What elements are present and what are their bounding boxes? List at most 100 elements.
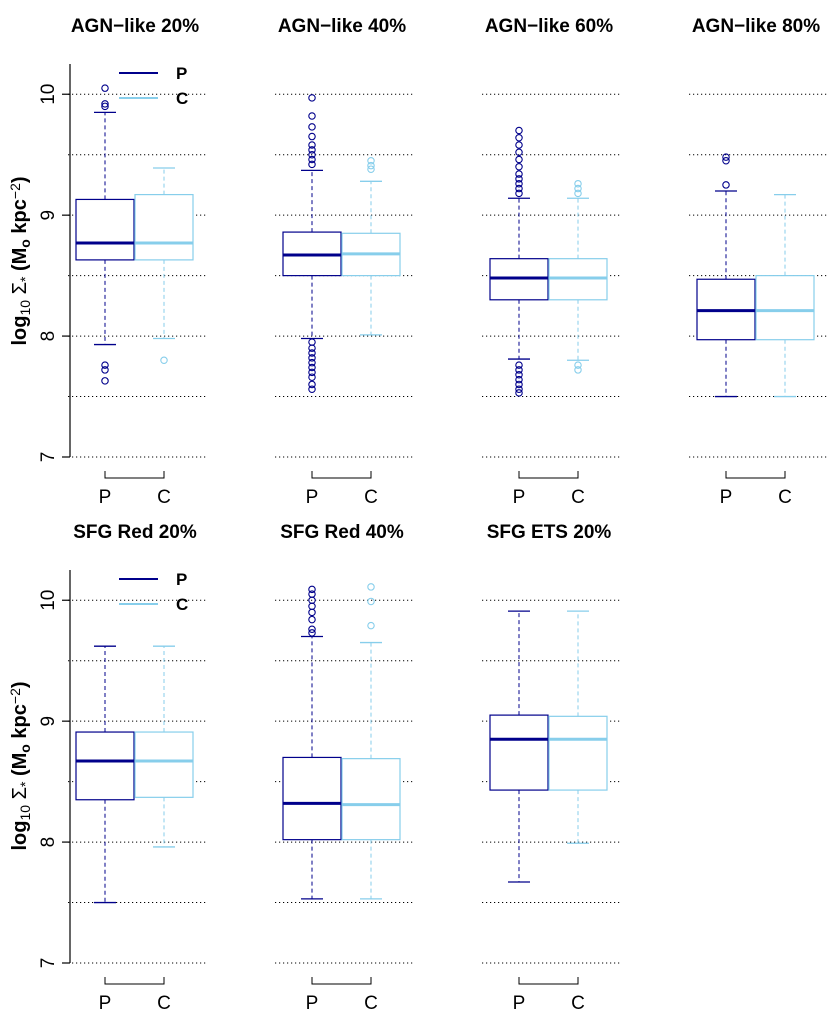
y-axis-label: log10 Σ* (Mo kpc−2) [7, 681, 33, 850]
panel-6: SFG ETS 20% P C [482, 522, 621, 1011]
outlier-point [515, 163, 523, 171]
x-tick-label: C [778, 487, 792, 508]
box-iqr [134, 731, 194, 798]
x-tick-label: P [513, 487, 526, 508]
y-tick-label: 7 [38, 958, 59, 969]
x-axis-line [104, 471, 165, 479]
outlier-point [308, 150, 316, 159]
box-C [134, 645, 194, 848]
x-tick-label: P [306, 993, 319, 1011]
outlier-point [574, 361, 582, 369]
panel-title: SFG Red 40% [280, 522, 404, 543]
outlier-point [367, 597, 375, 606]
panel-title: AGN−like 60% [485, 16, 613, 37]
box-P [75, 84, 135, 385]
x-tick-label: C [571, 993, 585, 1011]
x-tick-label: C [157, 993, 171, 1011]
outlier-point [515, 155, 523, 164]
y-tick-label: 9 [38, 716, 59, 727]
outlier-point [515, 385, 523, 394]
panel-title: SFG Red 20% [73, 522, 197, 543]
box-P [282, 585, 342, 900]
x-tick-label: P [99, 487, 112, 508]
box-C [548, 610, 608, 844]
outlier-point [515, 366, 523, 374]
x-axis-line [311, 471, 372, 479]
outlier-point [574, 179, 582, 188]
outlier-point [308, 363, 316, 372]
box-iqr [75, 198, 135, 261]
box-P [75, 645, 135, 904]
box-iqr [755, 275, 815, 341]
outlier-point [308, 602, 316, 611]
y-tick-label: 10 [38, 84, 59, 105]
x-tick-label: C [364, 993, 378, 1011]
box-iqr [282, 756, 342, 841]
box-C [341, 156, 401, 336]
outlier-point [515, 375, 523, 384]
outlier-point [101, 377, 109, 385]
outlier-point [722, 153, 730, 161]
legend: PC [119, 64, 188, 108]
outlier-point [367, 161, 375, 170]
legend-label-C: C [176, 595, 188, 614]
outlier-point [308, 615, 316, 624]
outlier-point [308, 380, 316, 389]
outlier-point [515, 141, 523, 149]
outlier-point [308, 112, 316, 120]
y-tick-label: 9 [38, 210, 59, 221]
x-tick-label: C [157, 487, 171, 508]
box-C [755, 193, 815, 398]
outlier-point [101, 361, 109, 369]
outlier-point [308, 608, 316, 617]
box-C [341, 583, 401, 900]
outlier-point [515, 389, 523, 397]
outlier-point [515, 148, 523, 157]
outlier-point [308, 160, 316, 169]
outlier-point [308, 338, 316, 346]
outlier-point [308, 358, 316, 367]
panel-title: SFG ETS 20% [487, 522, 612, 543]
outlier-point [308, 123, 316, 131]
box-C [134, 167, 194, 365]
panel-title: AGN−like 80% [692, 16, 820, 37]
outlier-point [515, 371, 523, 379]
outlier-point [308, 155, 316, 164]
outlier-point [308, 585, 316, 594]
box-iqr [489, 714, 549, 791]
outlier-point [160, 356, 168, 365]
outlier-point [308, 354, 316, 362]
outlier-point [722, 181, 730, 189]
y-tick-label: 10 [38, 590, 59, 611]
x-axis-line [518, 471, 579, 479]
y-tick-label: 8 [38, 331, 59, 342]
outlier-point [308, 94, 316, 102]
y-tick-label: 8 [38, 837, 59, 848]
y-axis-label: log10 Σ* (Mo kpc−2) [7, 176, 33, 345]
box-iqr [548, 715, 608, 791]
outlier-point [308, 368, 316, 377]
outlier-point [367, 583, 375, 591]
outlier-point [515, 179, 523, 188]
x-tick-label: P [99, 993, 112, 1011]
box-P [489, 610, 549, 883]
outlier-point [574, 184, 582, 193]
legend: PC [119, 570, 188, 614]
y-tick-label: 7 [38, 452, 59, 463]
box-P [696, 153, 756, 398]
outlier-point [308, 132, 316, 141]
x-tick-label: P [306, 487, 319, 508]
x-axis-line [725, 471, 786, 479]
outlier-point [308, 629, 316, 637]
outlier-point [308, 373, 316, 381]
outlier-point [308, 590, 316, 598]
panel-title: AGN−like 20% [71, 16, 199, 37]
x-tick-label: P [513, 993, 526, 1011]
x-axis-line [311, 977, 372, 985]
legend-label-P: P [176, 570, 187, 589]
outlier-point [101, 366, 109, 374]
outlier-point [515, 184, 523, 193]
